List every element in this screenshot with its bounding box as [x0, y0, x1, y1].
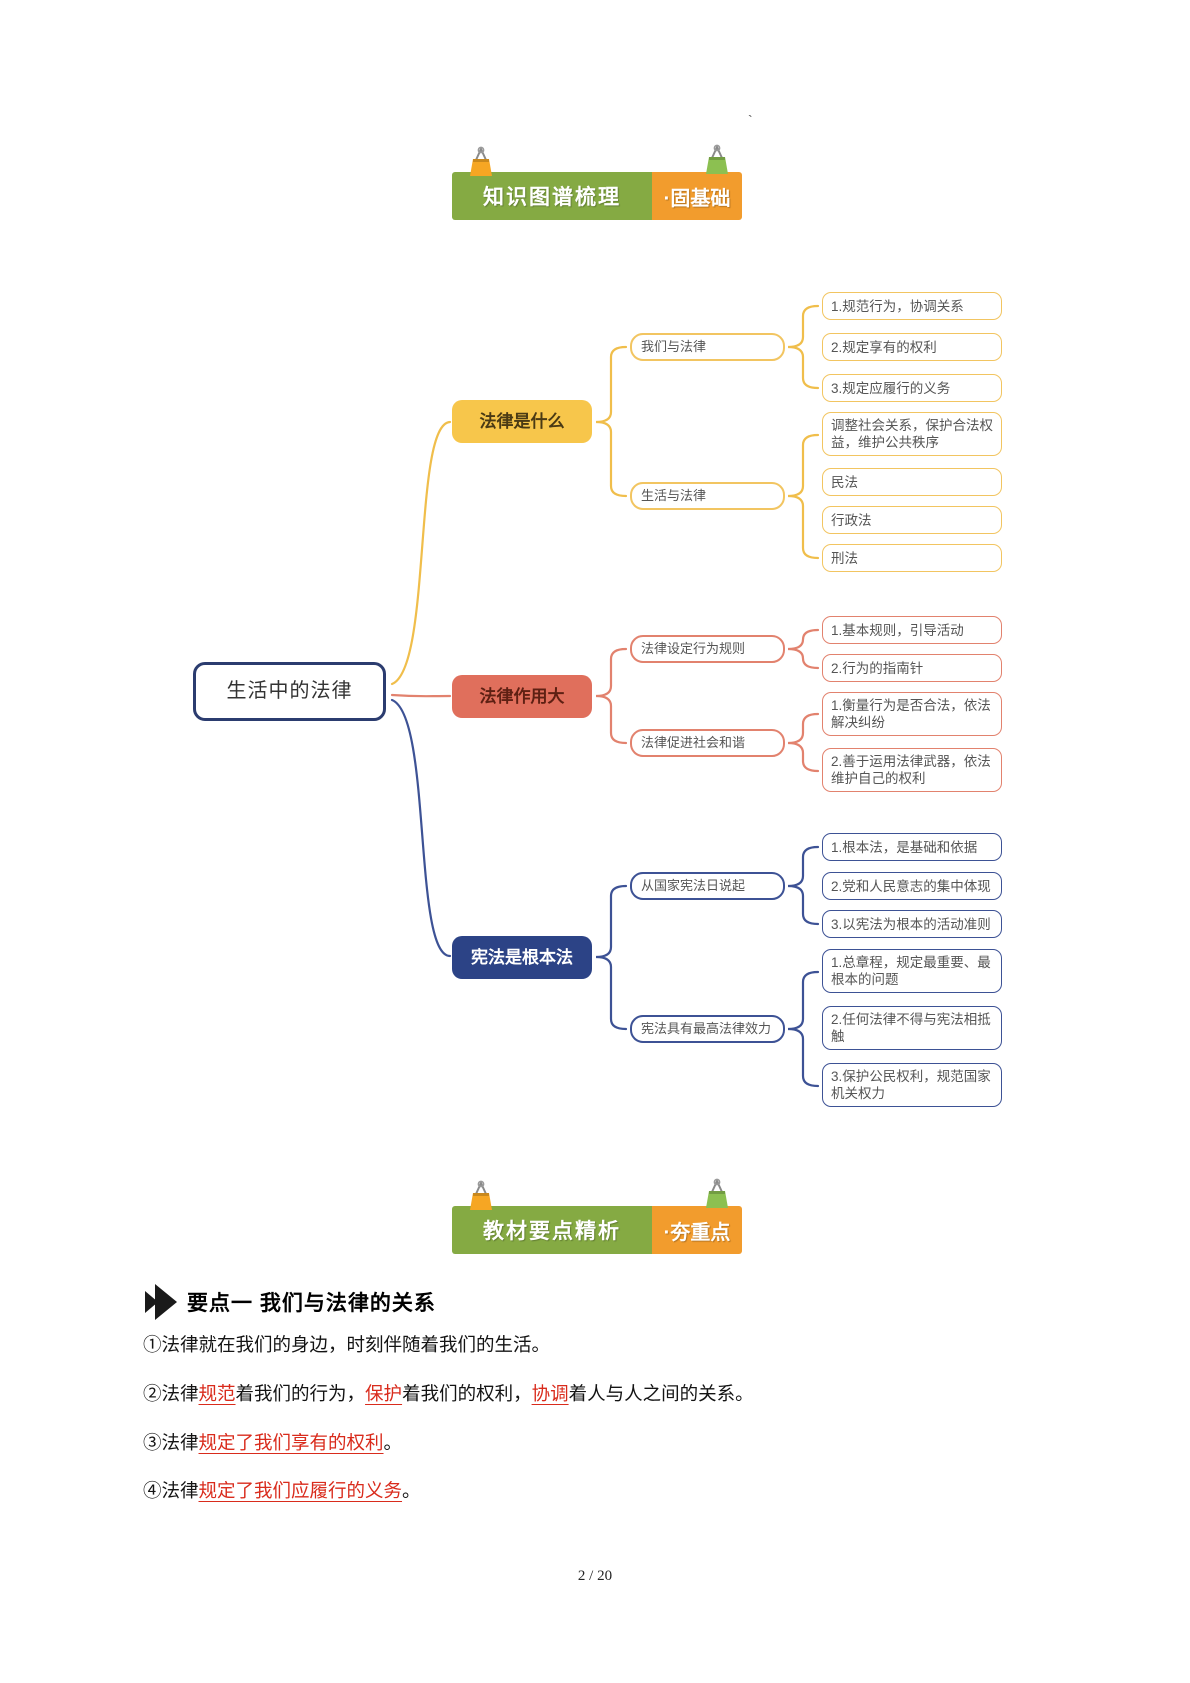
banner-knowledge-map: 知识图谱梳理 ·固基础 [452, 144, 742, 220]
key-point-line: ③法律规定了我们享有的权利。 [143, 1430, 1063, 1458]
sub-life-and-law: 生活与法律 [630, 482, 785, 510]
leaf-node: 3.保护公民权利，规范国家机关权力 [822, 1063, 1002, 1107]
sub-national-constitution-day: 从国家宪法日说起 [630, 872, 785, 900]
leaf-node: 2.规定享有的权利 [822, 333, 1002, 361]
banner-title-right: ·固基础 [652, 172, 742, 220]
double-play-arrow-icon [145, 1284, 177, 1320]
page-number: 2 / 20 [577, 1568, 613, 1584]
leaf-node: 2.善于运用法律武器，依法维护自己的权利 [822, 748, 1002, 792]
leaf-node: 3.规定应履行的义务 [822, 374, 1002, 402]
binder-clip-icon [470, 146, 492, 176]
banner-textbook-key-points: 教材要点精析 ·夯重点 [452, 1178, 742, 1254]
text-segment: 着我们的权利， [402, 1385, 532, 1405]
leaf-node: 调整社会关系，保护合法权益，维护公共秩序 [822, 412, 1002, 456]
key-point-line: ①法律就在我们的身边，时刻伴随着我们的生活。 [143, 1332, 1063, 1360]
highlighted-term: 规范 [198, 1385, 236, 1405]
banner-title-left: 教材要点精析 [452, 1206, 652, 1254]
branch-law-great-role: 法律作用大 [452, 675, 592, 718]
text-segment: ③法律 [143, 1434, 199, 1454]
key-point-line: ④法律规定了我们应履行的义务。 [143, 1478, 1063, 1506]
sub-law-sets-rules: 法律设定行为规则 [630, 635, 785, 663]
branch-what-is-law: 法律是什么 [452, 400, 592, 443]
leaf-node: 2.任何法律不得与宪法相抵触 [822, 1006, 1002, 1050]
leaf-node: 3.以宪法为根本的活动准则 [822, 910, 1002, 938]
leaf-node: 2.行为的指南针 [822, 654, 1002, 682]
banner-title-left: 知识图谱梳理 [452, 172, 652, 220]
mindmap-root-node: 生活中的法律 [193, 662, 386, 721]
text-segment: 着我们的行为， [235, 1385, 366, 1405]
highlighted-term: 规定了我们享有的权利 [198, 1434, 384, 1454]
binder-clip-icon [470, 1180, 492, 1210]
leaf-node: 1.根本法，是基础和依据 [822, 833, 1002, 861]
key-point-title: 要点一 我们与法律的关系 [187, 1292, 436, 1315]
text-segment: ④法律 [143, 1482, 199, 1502]
banner-title-right: ·夯重点 [652, 1206, 742, 1254]
sub-law-promotes-harmony: 法律促进社会和谐 [630, 729, 785, 757]
leaf-node: 民法 [822, 468, 1002, 496]
binder-clip-icon [706, 144, 728, 174]
highlighted-term: 规定了我们应履行的义务 [198, 1482, 403, 1502]
branch-constitution-fundamental-law: 宪法是根本法 [452, 936, 592, 979]
highlighted-term: 协调 [531, 1385, 569, 1405]
text-segment: 。 [402, 1482, 421, 1502]
leaf-node: 1.基本规则，引导活动 [822, 616, 1002, 644]
text-segment: ②法律 [143, 1385, 199, 1405]
leaf-node: 刑法 [822, 544, 1002, 572]
binder-clip-icon [706, 1178, 728, 1208]
sub-we-and-law: 我们与法律 [630, 333, 785, 361]
stray-mark: ` [748, 112, 753, 128]
leaf-node: 行政法 [822, 506, 1002, 534]
text-segment: 着人与人之间的关系。 [568, 1385, 754, 1405]
text-segment: ①法律就在我们的身边，时刻伴随着我们的生活。 [143, 1336, 551, 1356]
key-point-heading: 要点一 我们与法律的关系 [145, 1283, 436, 1321]
text-segment: 。 [383, 1434, 403, 1454]
key-point-line: ②法律规范着我们的行为，保护着我们的权利，协调着人与人之间的关系。 [143, 1381, 1063, 1409]
highlighted-term: 保护 [365, 1385, 403, 1405]
sub-constitution-highest-authority: 宪法具有最高法律效力 [630, 1015, 785, 1043]
leaf-node: 1.规范行为，协调关系 [822, 292, 1002, 320]
leaf-node: 1.衡量行为是否合法，依法解决纠纷 [822, 692, 1002, 736]
leaf-node: 2.党和人民意志的集中体现 [822, 872, 1002, 900]
leaf-node: 1.总章程，规定最重要、最根本的问题 [822, 949, 1002, 993]
